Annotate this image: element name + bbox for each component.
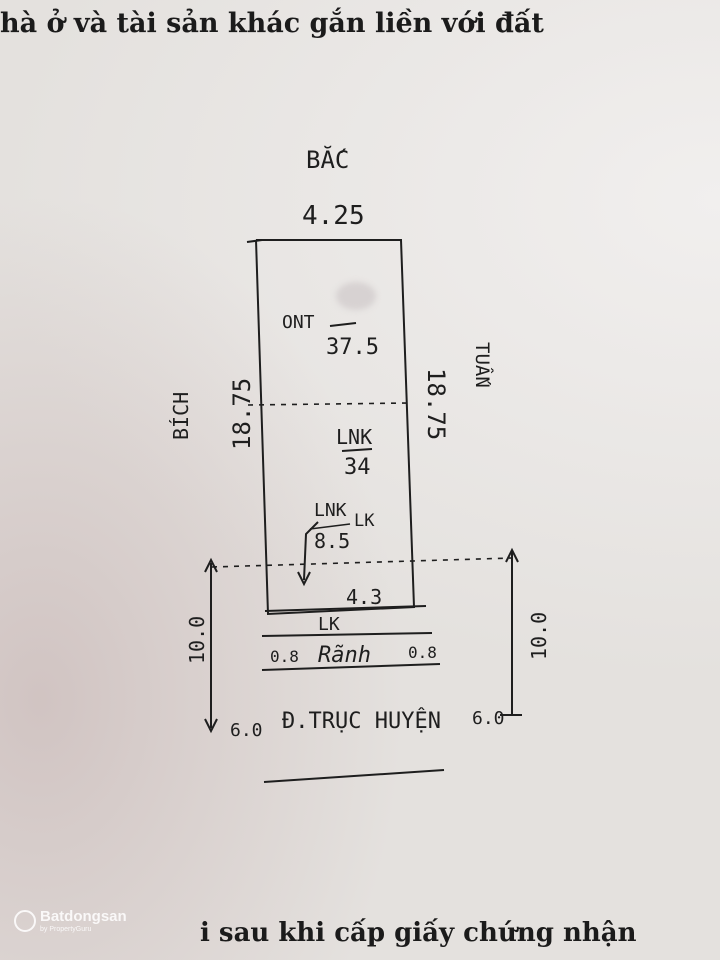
road-left-label: 6.0 — [230, 720, 263, 741]
ditch-line-top — [261, 632, 433, 637]
inner-area-arrow — [303, 521, 319, 581]
divider-dashed-lower — [211, 557, 513, 568]
top-width-label: 4.25 — [302, 201, 365, 231]
redacted-blur — [336, 282, 376, 310]
left-neighbor-label: BÍCH — [169, 392, 193, 440]
parcel-type-main: ONT — [282, 312, 315, 333]
left-length-label: 18.75 — [228, 378, 256, 450]
lnk-underline — [341, 448, 373, 452]
inner-area-label: 8.5 — [314, 529, 350, 553]
document-header: hà ở và tài sản khác gắn liền với đất — [0, 8, 544, 39]
inner-lnk-label: LNK — [314, 500, 347, 521]
right-offset-label: 10.0 — [527, 612, 551, 660]
bottom-edge — [264, 605, 427, 612]
road-name-label: Đ.TRỤC HUYỆN — [282, 707, 441, 734]
inner-lk-label: LK — [354, 511, 375, 531]
ditch-right-label: 0.8 — [408, 643, 437, 662]
north-label: BẮC — [306, 145, 349, 174]
top-tick — [246, 239, 263, 243]
parcel-lnk-label: LNK — [336, 425, 372, 449]
inner-area-overline — [309, 523, 351, 530]
road-right-label: 6.0 — [472, 708, 505, 729]
ont-underline — [329, 322, 357, 327]
parcel-main-area: 37.5 — [326, 335, 379, 360]
right-arrow-top — [505, 547, 519, 563]
ditch-line-bottom — [261, 663, 441, 671]
inner-area-arrowhead — [297, 571, 311, 587]
watermark: Batdongsan by PropertyGuru — [14, 908, 127, 933]
watermark-sub: by PropertyGuru — [40, 926, 92, 933]
divider-dashed-middle — [247, 402, 411, 406]
corridor-label: LK — [318, 614, 340, 635]
bottom-width-label: 4.3 — [346, 585, 382, 609]
road-line — [263, 769, 445, 783]
parcel-outline — [255, 239, 416, 616]
left-offset-label: 10.0 — [185, 616, 209, 664]
right-neighbor-label: TUẤN — [471, 342, 494, 388]
batdongsan-logo-icon — [14, 909, 36, 932]
ditch-label: Rãnh — [318, 643, 371, 668]
ditch-left-label: 0.8 — [270, 647, 299, 666]
document-footer: i sau khi cấp giấy chứng nhận — [200, 918, 637, 948]
right-length-label: 18.75 — [422, 368, 450, 440]
watermark-brand: Batdongsan — [40, 908, 127, 925]
left-arrow-top — [204, 557, 218, 573]
parcel-lnk-area: 34 — [344, 455, 371, 480]
left-arrow-bottom — [204, 718, 218, 734]
